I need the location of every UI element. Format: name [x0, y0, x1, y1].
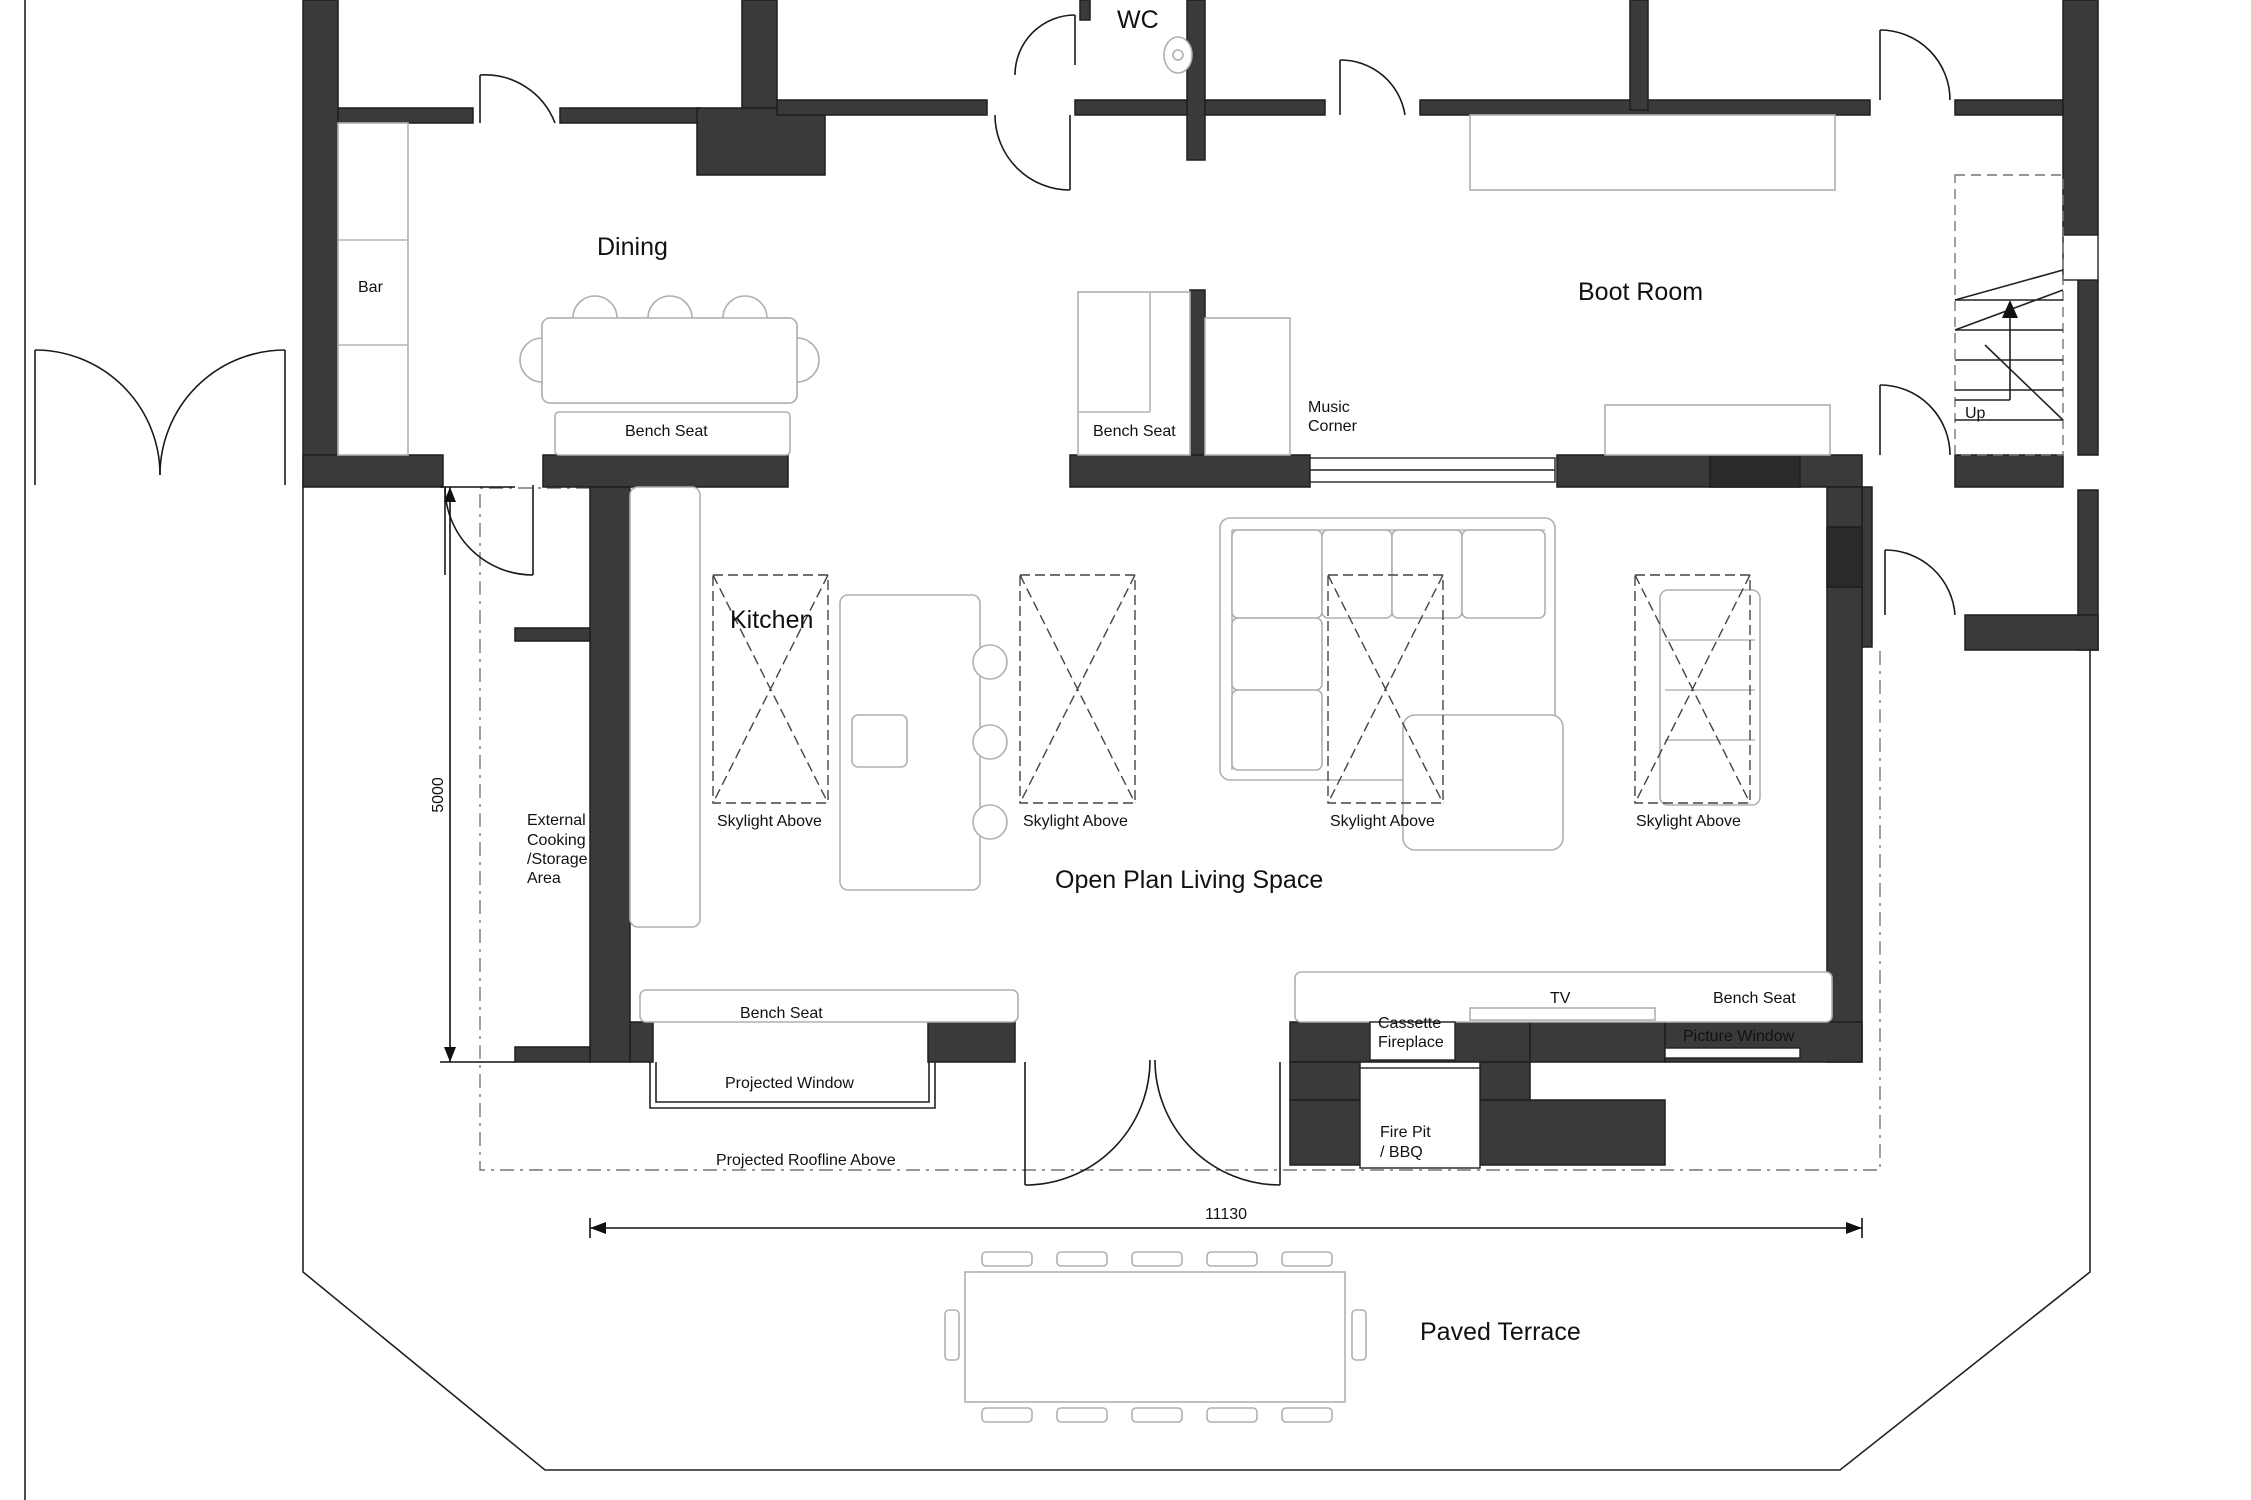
site-outline — [24, 0, 2091, 1500]
label-tv: TV — [1550, 990, 1571, 1007]
room-label-dining: Dining — [597, 233, 668, 261]
label-cassette-1: Cassette — [1378, 1015, 1441, 1032]
label-bench-seat-dining: Bench Seat — [625, 423, 708, 440]
label-bench-seat-music: Bench Seat — [1093, 423, 1176, 440]
label-firepit-1: Fire Pit — [1380, 1124, 1431, 1141]
label-firepit-2: / BBQ — [1380, 1144, 1423, 1161]
doors — [34, 14, 1956, 1186]
furniture — [337, 36, 1836, 1423]
label-music-line1: Music — [1308, 399, 1350, 416]
room-label-open-plan: Open Plan Living Space — [1055, 866, 1323, 894]
label-bench-seat-east: Bench Seat — [1713, 990, 1796, 1007]
label-music-line2: Corner — [1308, 418, 1358, 435]
skylights — [712, 574, 1751, 804]
annotation-labels: Bar Bench Seat Bench Seat Music Corner S… — [358, 279, 1796, 1169]
dimension-vertical: 5000 — [430, 486, 515, 1063]
room-label-kitchen: Kitchen — [730, 606, 813, 634]
label-cassette-2: Fireplace — [1378, 1034, 1444, 1051]
room-label-wc: WC — [1117, 6, 1159, 34]
projected-roofline — [479, 487, 1881, 1171]
label-bar: Bar — [358, 279, 384, 296]
room-labels: WC Dining Boot Room Kitchen Open Plan Li… — [597, 6, 1703, 1346]
room-label-boot-room: Boot Room — [1578, 278, 1703, 306]
label-external-2: Cooking — [527, 832, 586, 849]
room-label-paved-terrace: Paved Terrace — [1420, 1318, 1581, 1346]
skylight-3 — [1327, 574, 1444, 804]
dimension-horizontal: 11130 — [589, 1206, 1863, 1238]
label-external-4: Area — [527, 870, 561, 887]
stair-up-label: Up — [1965, 405, 1986, 422]
label-skylight-1: Skylight Above — [717, 813, 822, 830]
label-external-1: External — [527, 812, 586, 829]
label-skylight-3: Skylight Above — [1330, 813, 1435, 830]
skylight-2 — [1019, 574, 1136, 804]
skylight-4 — [1634, 574, 1751, 804]
label-projected-window: Projected Window — [725, 1075, 854, 1092]
label-external-3: /Storage — [527, 851, 588, 868]
dimension-width-label: 11130 — [1205, 1206, 1247, 1223]
label-picture-window: Picture Window — [1683, 1028, 1795, 1045]
dimension-height-label: 5000 — [430, 777, 447, 813]
label-projected-roofline: Projected Roofline Above — [716, 1152, 896, 1169]
staircase: Up — [1954, 174, 2064, 456]
label-bench-seat-south: Bench Seat — [740, 1005, 823, 1022]
skylight-1 — [712, 574, 829, 804]
windows — [649, 234, 2099, 1169]
label-skylight-2: Skylight Above — [1023, 813, 1128, 830]
label-skylight-4: Skylight Above — [1636, 813, 1741, 830]
